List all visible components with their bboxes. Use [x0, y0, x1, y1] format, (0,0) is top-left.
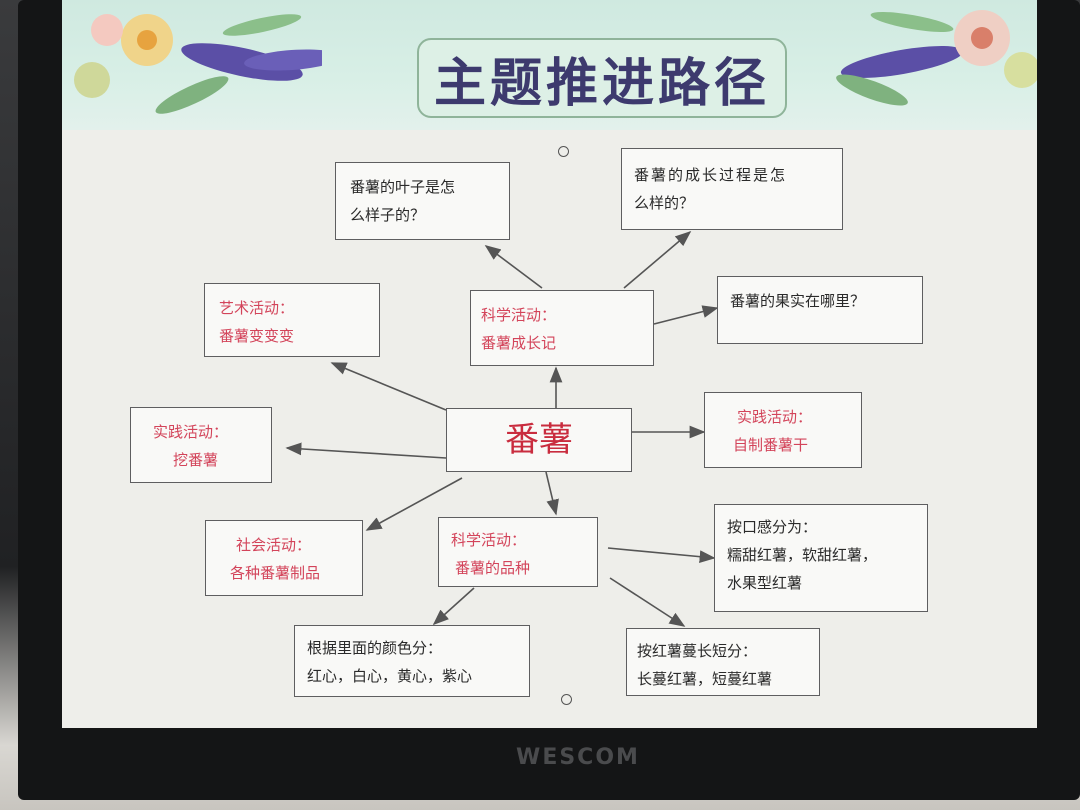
node-practice-dig: 实践活动： 挖番薯	[130, 407, 272, 483]
slide-handle-bottom-icon	[561, 694, 572, 705]
floral-decoration-right-icon	[836, 10, 1037, 106]
node-color-classification: 根据里面的颜色分： 红心，白心，黄心，紫心	[294, 625, 530, 697]
node-art-activity: 艺术活动： 番薯变变变	[204, 283, 380, 357]
slide-title: 主题推进路径	[433, 53, 770, 114]
slide-handle-top-icon	[558, 146, 569, 157]
node-science-variety: 科学活动： 番薯的品种	[438, 517, 598, 587]
slide-screen: 主题推进路径 番薯的叶子是怎 么样子的？ 番薯的成长过	[62, 0, 1037, 728]
mindmap-connectors	[285, 230, 719, 627]
node-taste-classification: 按口感分为： 糯甜红薯，软甜红薯， 水果型红薯	[714, 504, 928, 612]
node-fruit-question: 番薯的果实在哪里？	[717, 276, 923, 344]
node-growth-question: 番薯的成长过程是怎 么样的？	[621, 148, 843, 230]
floral-decoration-left-icon	[74, 14, 322, 114]
node-vine-classification: 按红薯蔓长短分： 长蔓红薯，短蔓红薯	[626, 628, 820, 696]
center-node-sweet-potato: 番薯	[446, 408, 632, 472]
node-social-activity: 社会活动： 各种番薯制品	[205, 520, 363, 596]
node-science-growth: 科学活动： 番薯成长记	[470, 290, 654, 366]
node-leaf-question: 番薯的叶子是怎 么样子的？	[335, 162, 510, 240]
node-practice-make: 实践活动： 自制番薯干	[704, 392, 862, 468]
slide-title-box: 主题推进路径	[417, 38, 787, 118]
monitor-brand-logo: WESCOM	[516, 745, 640, 770]
